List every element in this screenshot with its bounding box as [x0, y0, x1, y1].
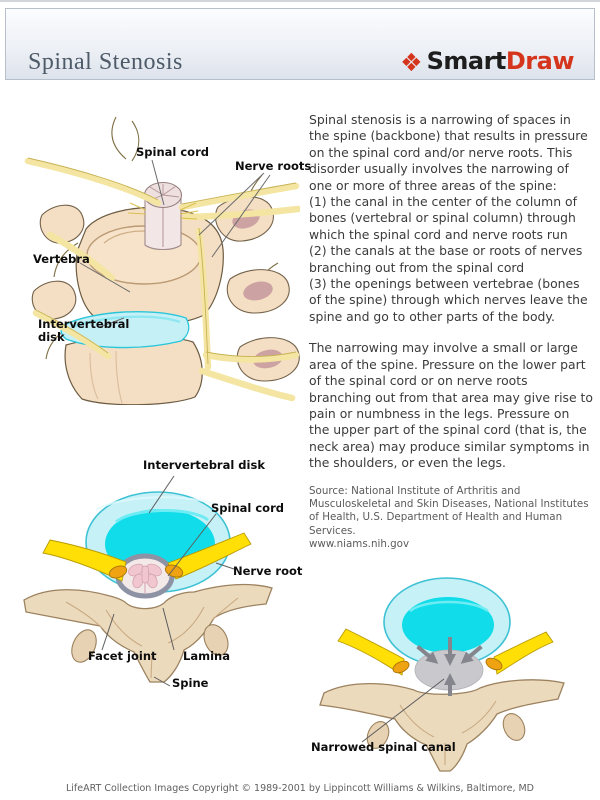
nerve-roots-shapes [42, 532, 252, 582]
leader-lines [79, 159, 271, 328]
smartdraw-diamonds-icon: ❖ [400, 48, 423, 77]
source-url: www.niams.nih.gov [309, 538, 410, 551]
paragraph: (2) the canals at the base or roots of n… [309, 243, 583, 275]
paragraph: (3) the openings between vertebrae (bone… [309, 276, 588, 324]
page-title: Spinal Stenosis [28, 49, 183, 75]
copyright-footer: LifeART Collection Images Copyright © 19… [65, 783, 534, 794]
label-axial-intervertebral-disk: Intervertebral disk [143, 458, 265, 472]
logo-text-smart: Smart [426, 47, 507, 75]
article-text: Spinal stenosis is a narrowing of spaces… [309, 112, 593, 552]
label-narrowed-spinal-canal: Narrowed spinal canal [311, 740, 456, 754]
nerve-strand-outlines [27, 157, 297, 365]
lateral-spine-illustration [24, 116, 300, 405]
label-facet-joint: Facet joint [88, 649, 157, 663]
header-bar: Spinal Stenosis ❖SmartDraw [5, 8, 595, 80]
label-nerve-root: Nerve root [233, 564, 303, 578]
label-axial-spinal-cord: Spinal cord [211, 501, 284, 515]
intervertebral-disk-shape [383, 577, 511, 667]
axial-vertebra-illustration [23, 475, 273, 687]
leader-lines [361, 678, 445, 743]
intervertebral-disk-shape [60, 311, 190, 349]
right-transverse-processes [215, 196, 300, 382]
source-text: Source: National Institute of Arthritis … [309, 484, 589, 537]
vertebra-bone [319, 679, 565, 772]
spinal-cord-shape [143, 181, 183, 251]
label-nerve-roots: Nerve roots [235, 159, 312, 173]
pressure-arrows [416, 637, 483, 696]
paragraph: The narrowing may involve a small or lar… [309, 340, 593, 471]
source-note: Source: National Institute of Arthritis … [309, 485, 593, 552]
paragraph: Spinal stenosis is a narrowing of spaces… [309, 112, 588, 193]
label-spinal-cord: Spinal cord [136, 145, 209, 159]
window-top-edge [0, 0, 600, 2]
leader-lines [101, 475, 235, 687]
paragraph: (1) the canal in the center of the colum… [309, 194, 577, 242]
label-intervertebral-disk: Intervertebral disk [38, 317, 130, 344]
nerve-roots-shapes [337, 628, 554, 676]
nerve-root-fan [127, 202, 199, 220]
label-lamina: Lamina [183, 649, 230, 663]
narrowed-canal-illustration [319, 577, 565, 772]
label-vertebra: Vertebra [33, 252, 90, 266]
smartdraw-logo: ❖SmartDraw [400, 47, 574, 77]
vertebra-bone [23, 583, 273, 683]
gray-matter-butterfly [128, 563, 162, 589]
logo-text-draw: Draw [505, 47, 575, 75]
label-spine: Spine [172, 676, 209, 690]
